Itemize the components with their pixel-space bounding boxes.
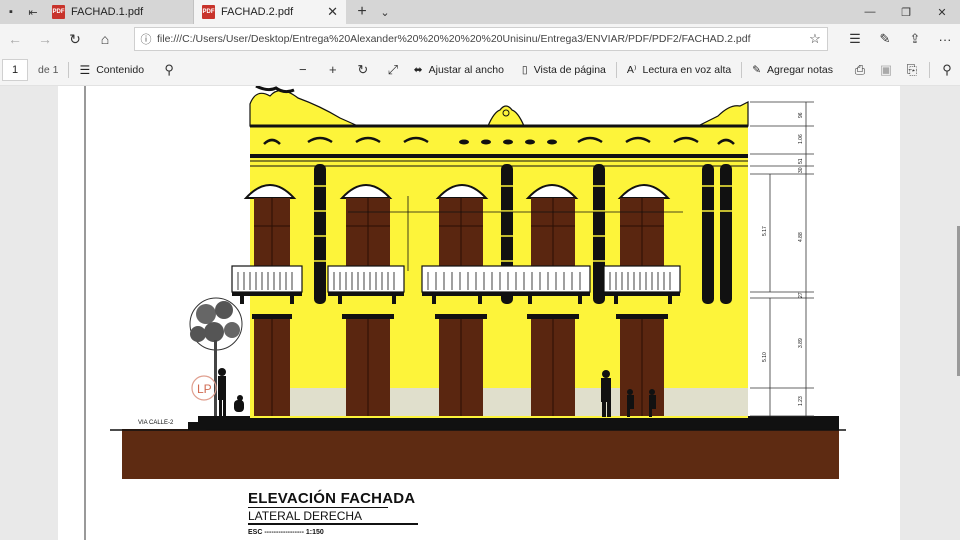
- divider: [615, 61, 617, 78]
- browser-actions: ☰ ✎ ⇪ ···: [840, 24, 960, 54]
- subtitle-underline: [248, 523, 418, 525]
- dimension-label: 51: [798, 158, 804, 164]
- fit-width-label: Ajustar al ancho: [428, 63, 504, 76]
- scrollbar[interactable]: [957, 226, 960, 376]
- dimension-label: 96: [798, 112, 804, 118]
- divider: [741, 61, 743, 78]
- add-notes-label: Agregar notas: [767, 63, 833, 76]
- pen-icon: ✎: [752, 63, 762, 76]
- divider: [929, 61, 930, 78]
- dimension-label: 1.06: [798, 134, 804, 144]
- pdf-page: LP VIA CALLE-2 96 1.06 51: [58, 86, 900, 540]
- minimize-icon[interactable]: —: [864, 6, 876, 18]
- rotate-icon[interactable]: ↻: [357, 61, 369, 77]
- save-icon[interactable]: ▣: [879, 61, 893, 77]
- window-controls: — ❐ ✕: [852, 0, 960, 24]
- pin-toolbar-icon[interactable]: ⚲: [942, 61, 952, 77]
- dimension-label: 4.88: [798, 232, 804, 242]
- scale-label: ESC ----------------- 1:150: [248, 529, 324, 536]
- dimension-label: 5.17: [762, 226, 768, 236]
- zoom-in-icon[interactable]: +: [329, 62, 337, 77]
- add-notes-button[interactable]: ✎ Agregar notas: [752, 64, 833, 76]
- url-text[interactable]: file:///C:/Users/User/Desktop/Entrega%20…: [157, 33, 751, 45]
- drawing-title: ELEVACIÓN FACHADA: [248, 490, 416, 507]
- close-tab-icon[interactable]: ✕: [327, 4, 338, 19]
- contents-button[interactable]: ☰ Contenido: [79, 63, 144, 77]
- dimension-label: 5.10: [762, 352, 768, 362]
- forward-button[interactable]: →: [38, 31, 52, 47]
- pdf-icon: PDF: [52, 5, 65, 19]
- zoom-out-icon[interactable]: −: [299, 62, 307, 77]
- street-label: VIA CALLE-2: [138, 420, 174, 426]
- dimension-label: 3.89: [798, 338, 804, 348]
- home-icon[interactable]: ⌂: [100, 31, 110, 47]
- restore-icon[interactable]: ❐: [901, 6, 911, 19]
- drawing-subtitle: LATERAL DERECHA: [248, 509, 363, 523]
- pen-icon[interactable]: ✎: [879, 31, 891, 46]
- refresh-icon[interactable]: ↻: [69, 30, 81, 47]
- info-icon[interactable]: ⓘ: [140, 34, 152, 46]
- fit-width-icon: ⬌: [413, 63, 423, 76]
- tab-title: FACHAD.2.pdf: [221, 6, 294, 18]
- back-button[interactable]: ←: [8, 31, 22, 47]
- pdf-viewer[interactable]: LP VIA CALLE-2 96 1.06 51: [0, 86, 960, 540]
- divider: [68, 61, 70, 78]
- tab-actions-icon[interactable]: ▪: [9, 6, 13, 18]
- save-as-icon[interactable]: ⎘: [906, 61, 918, 77]
- favorite-star-icon[interactable]: ☆: [809, 31, 821, 46]
- navigation-bar: ← → ↻ ⌂ ⓘ file:///C:/Users/User/Desktop/…: [0, 24, 960, 54]
- tab-title: FACHAD.1.pdf: [71, 6, 144, 18]
- fullscreen-icon[interactable]: ⤢: [387, 61, 398, 77]
- facade-drawing: LP VIA CALLE-2 96 1.06 51: [84, 86, 846, 540]
- address-bar[interactable]: ⓘ file:///C:/Users/User/Desktop/Entrega%…: [134, 27, 828, 51]
- pdf-icon: PDF: [202, 5, 215, 19]
- list-icon: ☰: [79, 62, 91, 77]
- more-menu-icon[interactable]: ···: [938, 31, 952, 47]
- page-view-icon: ▯: [521, 63, 528, 76]
- contents-label: Contenido: [96, 63, 145, 76]
- close-window-icon[interactable]: ✕: [937, 6, 947, 19]
- favorites-list-icon[interactable]: ☰: [849, 31, 861, 46]
- dimension-label: 1.23: [798, 396, 804, 406]
- tab-fachad1[interactable]: PDF FACHAD.1.pdf: [44, 0, 194, 24]
- set-aside-tabs-icon[interactable]: ⇤: [28, 6, 38, 19]
- read-aloud-button[interactable]: A⁾ Lectura en voz alta: [627, 64, 731, 76]
- page-number-input[interactable]: 1: [2, 58, 28, 81]
- fit-width-button[interactable]: ⬌ Ajustar al ancho: [414, 64, 504, 76]
- print-icon[interactable]: ⎙: [854, 61, 866, 77]
- read-aloud-label: Lectura en voz alta: [642, 63, 732, 76]
- dimension-label: 27: [798, 292, 804, 298]
- tab-fachad2[interactable]: PDF FACHAD.2.pdf ✕: [194, 0, 346, 24]
- share-icon[interactable]: ⇪: [909, 31, 921, 46]
- title-underline: [248, 507, 388, 508]
- logo-text: LP: [197, 382, 212, 396]
- page-view-button[interactable]: ▯ Vista de página: [522, 64, 606, 76]
- search-icon[interactable]: ⚲: [164, 61, 174, 77]
- pdf-toolbar: 1 de 1 ☰ Contenido ⚲ − + ↻ ⤢ ⬌ Ajustar a…: [0, 54, 960, 86]
- page-view-label: Vista de página: [533, 63, 606, 76]
- page-total: de 1: [38, 63, 59, 76]
- tab-strip: ▪ ⇤ PDF FACHAD.1.pdf PDF FACHAD.2.pdf ✕ …: [0, 0, 960, 24]
- dimension-label: 30: [798, 167, 804, 173]
- new-tab-button[interactable]: +: [357, 3, 367, 20]
- read-aloud-icon: A⁾: [626, 63, 637, 76]
- tab-preview-chevron-icon[interactable]: ⌄: [380, 6, 390, 19]
